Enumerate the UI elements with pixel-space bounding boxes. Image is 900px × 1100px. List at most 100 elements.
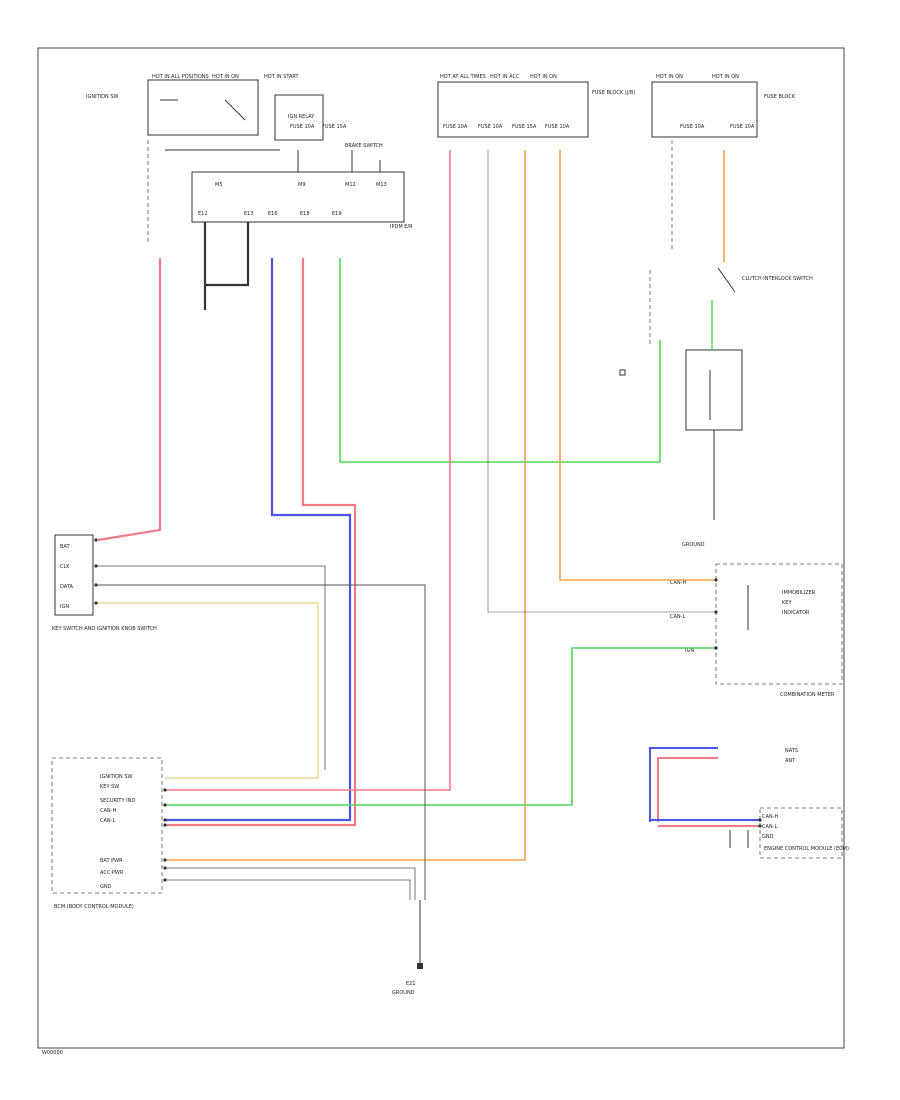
bcm-row-7: GND xyxy=(100,884,112,890)
wire-red-ecm xyxy=(657,757,718,822)
wire-blue xyxy=(165,258,352,822)
top-left-label-c: HOT IN START xyxy=(264,74,300,80)
bcm-row-5: BAT PWR xyxy=(100,858,123,864)
wire-gray-can xyxy=(487,150,716,613)
bcm-row-2: SECURITY IND xyxy=(100,798,135,804)
junction-dot-1 xyxy=(163,803,167,807)
left-conn-row-1: CLK xyxy=(60,564,70,570)
junction-dot-12 xyxy=(714,610,718,614)
mid-fuse-c: FUSE 15A xyxy=(512,124,537,130)
top-mid-label-b: HOT IN ACC xyxy=(490,74,520,80)
wire-green-bcm xyxy=(165,647,716,806)
switch-contact xyxy=(224,99,246,121)
wire-gray-bcm-2 xyxy=(165,879,411,900)
ecm-note-a: NATS xyxy=(785,748,798,754)
wire-red-left xyxy=(97,258,162,542)
combination-meter-box xyxy=(715,563,843,685)
fuse-a-label: FUSE 10A xyxy=(290,124,315,130)
fuse-b-label: FUSE 15A xyxy=(322,124,347,130)
right-relay-box xyxy=(685,349,743,431)
meter-pin-2: IGN xyxy=(685,648,694,654)
ipdm-bottom-1: E13 xyxy=(244,211,254,217)
mid-fuse-a: FUSE 10A xyxy=(443,124,468,130)
top-mid-label-c: HOT IN ON xyxy=(530,74,557,80)
ipdm-bottom-0: E12 xyxy=(198,211,208,217)
bcm-box xyxy=(51,757,163,894)
left-conn-row-0: BAT xyxy=(60,544,70,550)
ipdm-pin-2: M12 xyxy=(345,182,356,188)
wires-group xyxy=(94,150,762,900)
bcm-label: BCM (BODY CONTROL MODULE) xyxy=(54,904,134,910)
bcm-row-6: ACC PWR xyxy=(100,870,124,876)
ipdm-pin-3: M13 xyxy=(376,182,387,188)
ign-relay-box xyxy=(274,94,324,141)
junction-dot-5 xyxy=(163,866,167,870)
bcm-row-3: CAN-H xyxy=(100,808,116,814)
wire-red-mid xyxy=(165,258,357,827)
ignition-switch-box xyxy=(147,79,259,136)
top-mid-label-a: HOT AT ALL TIMES xyxy=(440,74,486,80)
right-fuse-a: FUSE 10A xyxy=(680,124,705,130)
fuse-block-right xyxy=(651,81,758,138)
wire-pink-top xyxy=(165,150,451,791)
wire-gray-bcm xyxy=(165,867,416,900)
left-connector-box xyxy=(54,534,94,616)
clutch-switch-label: CLUTCH INTERLOCK SWITCH xyxy=(742,276,813,282)
wire-yellow xyxy=(96,602,319,779)
top-right-label-a: HOT IN ON xyxy=(656,74,683,80)
junction-dot-8 xyxy=(94,564,98,568)
top-left-label-b: HOT IN ON xyxy=(212,74,239,80)
junction-dot-10 xyxy=(94,601,98,605)
clutch-switch-contact xyxy=(717,267,736,293)
meter-inner-1: KEY xyxy=(782,600,792,606)
right-note: FUSE BLOCK xyxy=(764,94,796,100)
bcm-row-1: KEY SW xyxy=(100,784,119,790)
bottom-ground-sub: E21 xyxy=(406,981,416,987)
right-fuse-b: FUSE 10A xyxy=(730,124,755,130)
mid-note: FUSE BLOCK (J/B) xyxy=(592,90,635,96)
bottom-ground-label: GROUND xyxy=(392,990,415,996)
wire-gray-clk xyxy=(96,565,326,770)
junction-dot-7 xyxy=(94,538,98,542)
meter-inner-2: INDICATOR xyxy=(782,610,810,616)
ipdm-bottom-3: E18 xyxy=(300,211,310,217)
meter-pin-1: CAN-L xyxy=(670,614,685,620)
ecm-note-b: ANT xyxy=(785,758,796,764)
top-left-label-a: HOT IN ALL POSITIONS xyxy=(152,74,209,80)
fuse-block-mid xyxy=(437,81,589,138)
junction-dot-13 xyxy=(714,646,718,650)
junction-dot-11 xyxy=(714,578,718,582)
ipdm-bottom-4: E19 xyxy=(332,211,342,217)
relay-label: IGN RELAY xyxy=(288,114,315,120)
meter-pin-0: CAN-H xyxy=(670,580,686,586)
wire-green-ipdm xyxy=(339,258,661,463)
ecm-row-1: CAN-L xyxy=(762,824,777,830)
wire-blue-ecm xyxy=(649,747,718,822)
ecm-row-2: GND xyxy=(762,834,774,840)
wire-orange-left xyxy=(165,150,526,861)
wire-orange-right xyxy=(559,150,716,581)
bcm-row-4: CAN-L xyxy=(100,818,115,824)
junction-dot-4 xyxy=(163,858,167,862)
mid-fuse-b: FUSE 10A xyxy=(478,124,503,130)
mid-fuse-d: FUSE 10A xyxy=(545,124,570,130)
ground-terminal xyxy=(417,963,423,969)
brake-switch-label: BRAKE SWITCH xyxy=(345,143,383,149)
junction-dot-2 xyxy=(163,818,167,822)
wire-gray-data xyxy=(96,584,426,900)
bcm-row-0: IGNITION SW xyxy=(100,774,133,780)
ecm-label: ENGINE CONTROL MODULE (ECM) xyxy=(764,846,849,852)
junction-dot-6 xyxy=(163,878,167,882)
junction-dot-15 xyxy=(758,824,762,828)
ipdm-pin-1: M9 xyxy=(298,182,306,188)
diagram-id: W00000 xyxy=(42,1050,63,1056)
left-conn-label: KEY SWITCH AND IGNITION KNOB SWITCH xyxy=(52,626,157,632)
right-ground-label: GROUND xyxy=(682,542,705,548)
ipdm-bottom-2: E16 xyxy=(268,211,278,217)
junction-dot-0 xyxy=(163,788,167,792)
meter-label: COMBINATION METER xyxy=(780,692,835,698)
ipdm-label: IPDM E/R xyxy=(390,224,413,230)
ecm-box xyxy=(759,807,843,859)
